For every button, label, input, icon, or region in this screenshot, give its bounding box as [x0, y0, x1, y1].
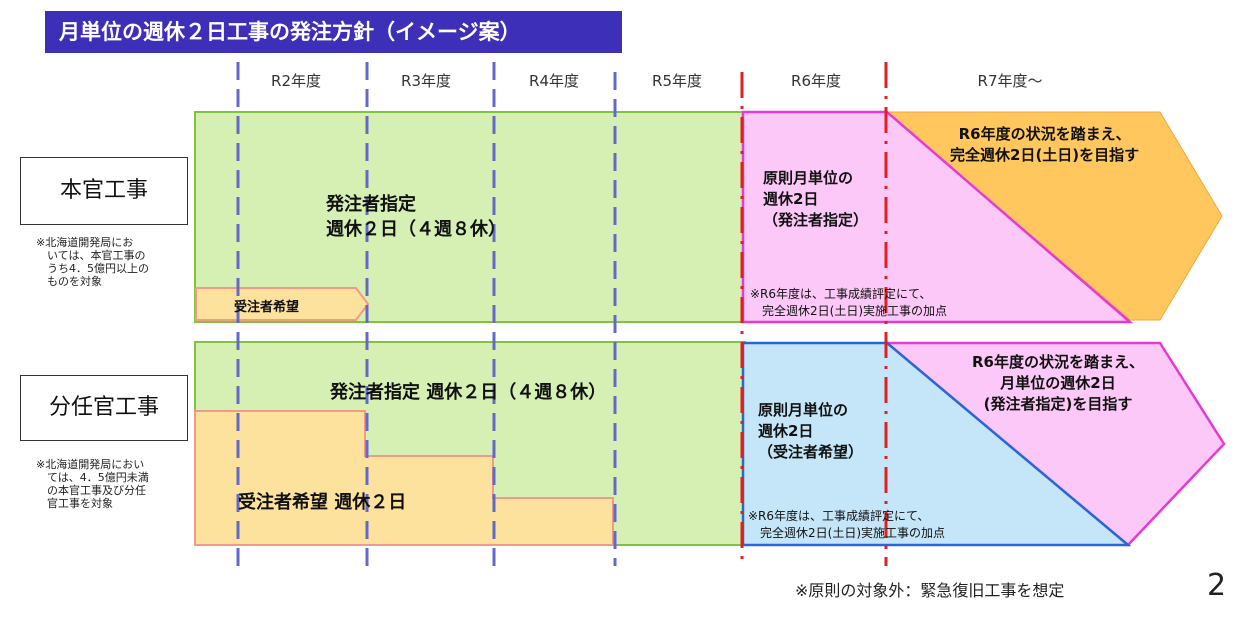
footer-note: ※原則の対象外：緊急復旧工事を想定 [795, 581, 1065, 600]
year-r4: R4年度 [529, 72, 579, 90]
bunnin-r6-note: ※R6年度は、工事成績評定にて、 完全週休2日(土日)実施工事の加点 [748, 509, 945, 540]
bunnin-green-label: 発注者指定 週休２日（４週８休） [330, 382, 607, 403]
page-number: 2 [1207, 568, 1227, 603]
year-r2: R2年度 [271, 72, 321, 90]
page-title: 月単位の週休２日工事の発注方針（イメージ案） [45, 11, 622, 53]
honkan-label: 本官工事 [59, 178, 148, 203]
honkan-label-box: 本官工事 [20, 157, 188, 225]
year-r7: R7年度～ [977, 72, 1043, 90]
honkan-r7-label: R6年度の状況を踏まえ、 完全週休2日(土日)を目指す [950, 125, 1140, 164]
year-r6: R6年度 [791, 72, 841, 90]
honkan-juchu-label: 受注者希望 [234, 300, 300, 315]
bunnin-r6-label: 原則月単位の 週休2日 （受注者希望） [758, 401, 864, 461]
bunnin-label: 分任官工事 [48, 395, 159, 420]
honkan-green-label: 発注者指定 週休２日（４週８休） [326, 194, 506, 240]
bunnin-r7-label: R6年度の状況を踏まえ、 月単位の週休2日 (発注者指定)を目指す [972, 353, 1144, 413]
bunnin-note: ※北海道開発局におい ては、4．5億円未満 の本官工事及び分任 官工事を対象 [36, 458, 149, 510]
bunnin-juchu-label: 受注者希望 週休２日 [238, 492, 407, 513]
year-r3: R3年度 [401, 72, 451, 90]
honkan-r6-label: 原則月単位の 週休2日 （発注者指定） [763, 169, 869, 229]
year-r5: R5年度 [652, 72, 702, 90]
bunnin-label-box: 分任官工事 [20, 375, 188, 441]
honkan-r7-arrow [885, 111, 1223, 321]
honkan-note: ※北海道開発局にお いては、本官工事の うち4．5億円以上の ものを対象 [36, 236, 149, 288]
honkan-r6-note: ※R6年度は、工事成績評定にて、 完全週休2日(土日)実施工事の加点 [750, 287, 947, 318]
